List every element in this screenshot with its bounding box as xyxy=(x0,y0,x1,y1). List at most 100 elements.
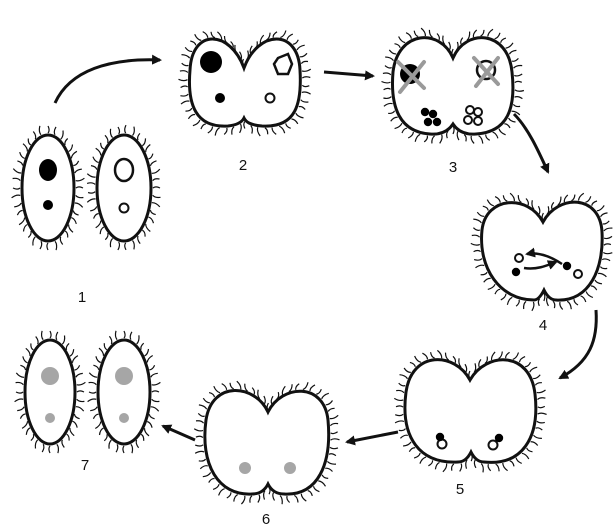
exconjugant-right xyxy=(98,340,150,444)
macronucleus xyxy=(39,159,57,181)
cilium xyxy=(26,428,30,435)
cilium xyxy=(428,460,432,466)
cilium xyxy=(153,195,161,197)
cilium xyxy=(495,289,500,294)
cilium xyxy=(222,384,227,390)
cilium xyxy=(443,464,447,472)
cilium xyxy=(383,73,391,75)
cilium xyxy=(598,273,606,276)
cilium xyxy=(151,407,159,411)
cell-pair xyxy=(189,39,300,126)
cilium xyxy=(24,225,28,232)
cilium xyxy=(186,108,192,111)
cilium xyxy=(49,446,50,453)
cilium xyxy=(67,434,70,441)
cilium xyxy=(280,31,286,38)
cilium xyxy=(437,350,441,358)
cilium xyxy=(603,221,609,224)
cilium xyxy=(488,29,493,36)
cilium xyxy=(403,442,411,446)
cilium xyxy=(62,336,64,345)
cilium xyxy=(110,238,112,247)
cilium xyxy=(600,267,607,269)
cilium xyxy=(384,88,391,89)
cilium xyxy=(488,284,495,289)
cilium xyxy=(148,217,153,223)
cilium xyxy=(395,123,402,128)
cilium xyxy=(251,126,253,134)
cilium xyxy=(574,299,578,305)
cilium xyxy=(31,434,34,441)
cilium xyxy=(190,41,196,45)
cilium xyxy=(88,399,97,402)
cilium xyxy=(464,135,466,142)
cilium xyxy=(384,103,393,106)
cilium xyxy=(56,332,58,340)
cilium xyxy=(196,421,204,423)
cilium xyxy=(538,206,539,214)
cilium xyxy=(395,414,403,415)
cilium xyxy=(512,58,518,61)
cilium xyxy=(474,460,476,468)
cilium xyxy=(318,481,325,486)
cilium xyxy=(196,436,203,437)
cilium xyxy=(181,86,188,87)
cilium xyxy=(151,373,158,377)
cilium xyxy=(101,143,104,149)
cilium xyxy=(70,349,74,356)
cilium xyxy=(460,464,462,472)
cilium xyxy=(432,136,435,144)
cilium xyxy=(153,179,160,181)
cilium xyxy=(214,386,220,393)
cilium xyxy=(486,135,490,141)
cilium xyxy=(65,139,68,146)
zygotic-nucleus xyxy=(284,462,296,474)
stage-label: 5 xyxy=(456,481,464,498)
cilium xyxy=(69,145,73,152)
cilium xyxy=(286,123,291,128)
macronucleus xyxy=(200,51,222,73)
cilium xyxy=(481,272,488,275)
cilium xyxy=(538,406,545,407)
cilium xyxy=(105,135,108,143)
cilium xyxy=(89,373,97,377)
cilium xyxy=(415,356,421,362)
cilium xyxy=(530,367,538,372)
cilium xyxy=(195,451,204,453)
cilium xyxy=(152,391,159,392)
cilium xyxy=(452,464,454,471)
cilium xyxy=(138,133,140,140)
cilium xyxy=(13,169,21,173)
cilium xyxy=(604,244,611,245)
cilium xyxy=(514,74,522,76)
cilium xyxy=(76,407,84,411)
cilium xyxy=(66,343,69,350)
cilium xyxy=(301,100,309,102)
cilium xyxy=(399,429,406,431)
stage-5: 5 xyxy=(405,360,536,498)
cilium xyxy=(504,124,510,128)
stage-label: 7 xyxy=(81,457,89,474)
cilium xyxy=(152,382,161,385)
cilium xyxy=(26,348,30,356)
cilium xyxy=(300,53,307,57)
cilium xyxy=(472,235,480,237)
cilium xyxy=(20,152,25,158)
cilium xyxy=(193,120,200,126)
cilium xyxy=(457,131,459,140)
cilium xyxy=(75,203,83,207)
cilium xyxy=(302,92,311,94)
cilium xyxy=(33,237,35,246)
cilium xyxy=(560,302,563,310)
cilium xyxy=(123,446,124,453)
cilium xyxy=(89,382,97,384)
cilium xyxy=(17,211,22,216)
cilium xyxy=(414,31,418,37)
cilium xyxy=(152,399,160,401)
cilium xyxy=(586,292,593,298)
cilium xyxy=(299,106,305,109)
cilium xyxy=(42,444,44,452)
cilium xyxy=(215,128,219,136)
